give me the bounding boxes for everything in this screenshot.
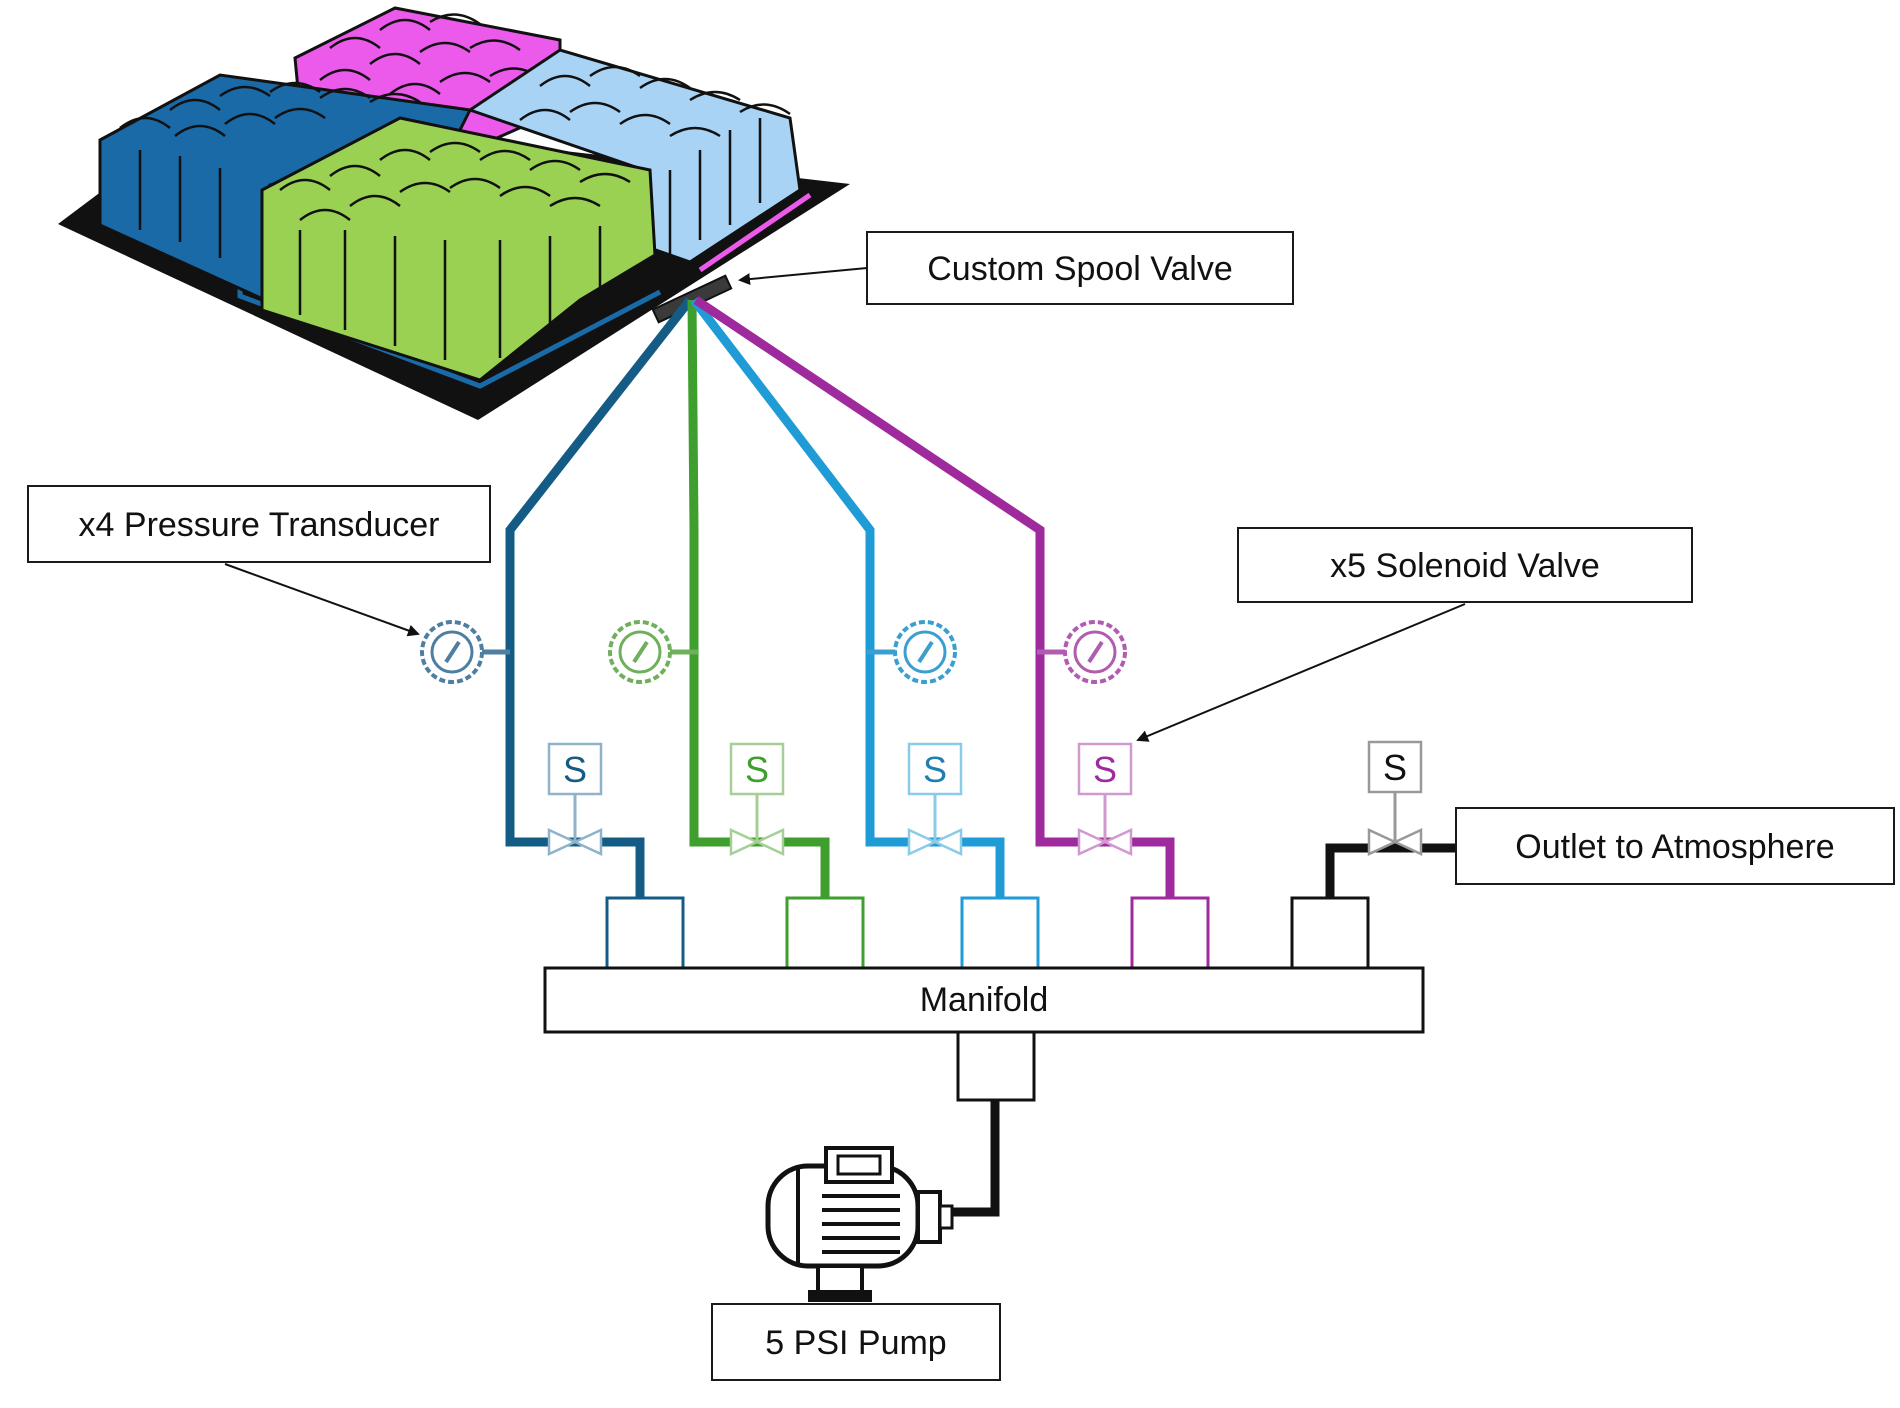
- pump-callout: 5 PSI Pump: [711, 1303, 1001, 1381]
- solenoid-valves: S S S S: [547, 740, 1423, 856]
- manifold-port: [1290, 896, 1370, 970]
- manifold-ports: [605, 896, 1370, 970]
- pressure-transducer-label: x4 Pressure Transducer: [79, 506, 440, 544]
- solenoid-valve-arrow: [1136, 603, 1466, 742]
- pressure-gauge-icon: [420, 620, 510, 684]
- manifold-port: [785, 896, 865, 970]
- solenoid-valve-callout: x5 Solenoid Valve: [1237, 527, 1693, 603]
- pressure-transducer-callout: x4 Pressure Transducer: [27, 485, 491, 563]
- manifold-port: [1130, 896, 1210, 970]
- outlet-callout: Outlet to Atmosphere: [1455, 807, 1895, 885]
- pressure-gauge-icon: [1037, 620, 1127, 684]
- manifold-port: [960, 896, 1040, 970]
- pipe-purple: [693, 296, 1175, 902]
- pressure-gauge-icon: [608, 620, 698, 684]
- solenoid-label: S: [1383, 747, 1407, 788]
- solenoid-label: S: [563, 749, 587, 790]
- pressure-gauge-icon: [867, 620, 957, 684]
- pump-motor-icon: [765, 1146, 954, 1302]
- pump-label: 5 PSI Pump: [765, 1324, 946, 1362]
- outlet-label: Outlet to Atmosphere: [1515, 828, 1834, 866]
- solenoid-valve-label: x5 Solenoid Valve: [1330, 547, 1600, 585]
- pipe-outlet: [1325, 843, 1460, 902]
- solenoid-label: S: [1093, 749, 1117, 790]
- pipe-green: [687, 299, 830, 902]
- pump-port: [956, 1030, 1036, 1102]
- manifold-port: [605, 896, 685, 970]
- pipe-dark-blue: [505, 297, 694, 902]
- spool-valve-label: Custom Spool Valve: [927, 250, 1233, 288]
- spool-valve-arrow: [738, 267, 868, 286]
- solenoid-valve-icon: S: [547, 742, 603, 856]
- solenoid-valve-icon: S: [1077, 742, 1133, 856]
- cushion-base-tube-magenta: [698, 192, 812, 273]
- zone-green: [260, 116, 657, 382]
- solenoid-valve-icon: S: [1367, 740, 1423, 856]
- pipes: [505, 296, 1460, 1217]
- air-cell-cushion: [58, 6, 850, 420]
- pressure-transducer-arrow: [224, 563, 420, 637]
- solenoid-label: S: [745, 749, 769, 790]
- manifold-label: Manifold: [920, 981, 1049, 1019]
- pipe-light-blue: [690, 297, 1005, 902]
- manifold: Manifold: [543, 966, 1425, 1102]
- solenoid-valve-icon: S: [907, 742, 963, 856]
- zone-light-blue: [466, 48, 802, 264]
- pipe-pump: [950, 1098, 1000, 1217]
- solenoid-valve-icon: S: [729, 742, 785, 856]
- spool-valve-callout: Custom Spool Valve: [866, 231, 1294, 305]
- solenoid-label: S: [923, 749, 947, 790]
- pressure-transducers: [420, 620, 1127, 684]
